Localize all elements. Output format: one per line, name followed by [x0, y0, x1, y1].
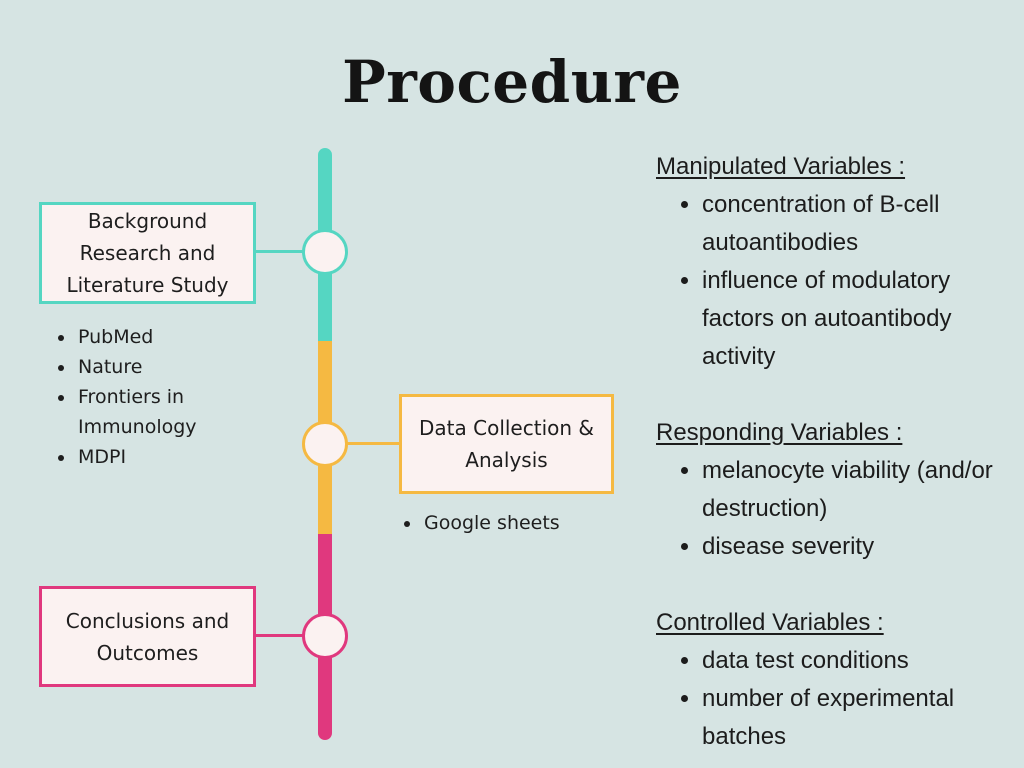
timeline-node-research — [302, 229, 348, 275]
manipulated-variables: Manipulated Variables : concentration of… — [656, 148, 1016, 376]
step-label-line: Data Collection & — [419, 416, 594, 440]
timeline-node-conclusions — [302, 613, 348, 659]
variables-heading: Controlled Variables : — [656, 609, 884, 636]
variables-heading: Responding Variables : — [656, 419, 903, 446]
source-item: Google sheets — [422, 508, 642, 538]
source-list-research: PubMed Nature Frontiers in Immunology MD… — [50, 322, 306, 472]
controlled-variables: Controlled Variables : data test conditi… — [656, 604, 1016, 756]
variables-list: data test conditions number of experimen… — [656, 642, 1016, 756]
variables-heading: Manipulated Variables : — [656, 153, 906, 180]
variables-list: concentration of B-cell autoantibodies i… — [656, 186, 1016, 376]
source-list-analysis: Google sheets — [396, 508, 642, 538]
step-box-conclusions: Conclusions and Outcomes — [39, 586, 256, 687]
step-label-line: Outcomes — [96, 640, 199, 665]
page-title: Procedure — [342, 48, 682, 116]
connector-research — [254, 250, 304, 253]
source-item: MDPI — [76, 442, 306, 472]
step-label-line: Research and — [79, 241, 216, 265]
step-box-research: Background Research and Literature Study — [39, 202, 256, 304]
step-label-line: Conclusions and — [65, 608, 230, 633]
variable-item: melanocyte viability (and/or destruction… — [702, 452, 1016, 528]
source-item: PubMed — [76, 322, 306, 352]
timeline-node-analysis — [302, 421, 348, 467]
connector-analysis — [346, 442, 402, 445]
step-label-line: Analysis — [465, 448, 548, 472]
step-label-line: Background — [87, 209, 208, 233]
variable-item: data test conditions — [702, 642, 1016, 680]
variables-list: melanocyte viability (and/or destruction… — [656, 452, 1016, 566]
variables-panel: Manipulated Variables : concentration of… — [656, 148, 1016, 756]
step-box-analysis: Data Collection & Analysis — [399, 394, 614, 494]
responding-variables: Responding Variables : melanocyte viabil… — [656, 414, 1016, 566]
source-item: Frontiers in Immunology — [76, 382, 306, 442]
variable-item: influence of modulatory factors on autoa… — [702, 262, 1016, 376]
variable-item: number of experimental batches — [702, 680, 1016, 756]
step-label-line: Literature Study — [66, 273, 229, 297]
source-item: Nature — [76, 352, 306, 382]
connector-conclusions — [254, 634, 304, 637]
variable-item: concentration of B-cell autoantibodies — [702, 186, 1016, 262]
variable-item: disease severity — [702, 528, 1016, 566]
